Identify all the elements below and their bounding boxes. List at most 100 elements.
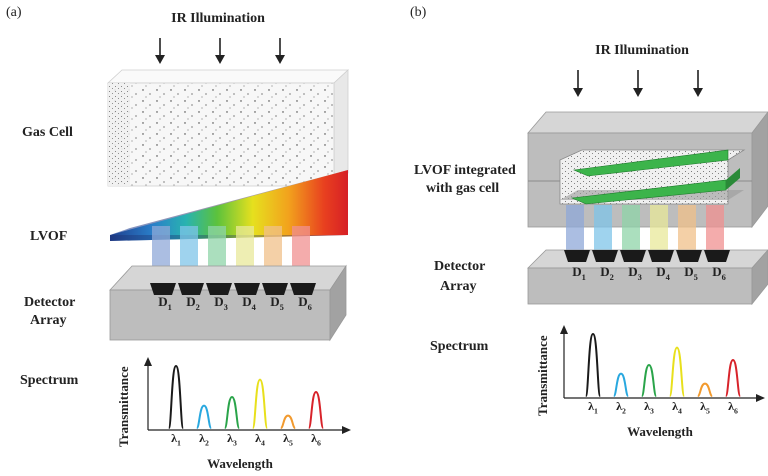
spectral-peak-3	[640, 363, 658, 397]
panel-a-peaks	[167, 364, 325, 429]
panel-a: (a) IR Illumination Gas Cell LVOF	[6, 5, 351, 471]
detector-label-line2: Array	[30, 313, 67, 328]
panel-a-x-axis-label: Wavelength	[207, 456, 273, 471]
panel-a-wavelength-ticks: λ1 λ2 λ3 λ4 λ5 λ6	[171, 431, 321, 448]
panel-b-arrows	[573, 70, 703, 97]
panel-b-ir-illumination-title: IR Illumination	[595, 43, 689, 58]
light-beam-4	[650, 205, 668, 260]
spectrum-label: Spectrum	[20, 373, 79, 388]
panel-b-detector-pads	[564, 250, 730, 262]
light-beam-1	[566, 205, 584, 260]
detector-pad-2	[178, 283, 204, 295]
arrow-head-icon	[215, 55, 225, 64]
spectral-peak-6	[724, 359, 742, 397]
detector-label-6: D6	[712, 264, 726, 282]
detector-label-6: D6	[298, 294, 312, 312]
wavelength-label-5: λ5	[700, 399, 710, 416]
detector-label-5: D5	[270, 294, 284, 312]
wavelength-label-5: λ5	[283, 431, 293, 448]
detector-pad-2	[592, 250, 618, 262]
detector-pad-4	[234, 283, 260, 295]
lvof-integrated-label-line1: LVOF integrated	[414, 163, 516, 178]
wavelength-label-6: λ6	[311, 431, 321, 448]
arrow-head-icon	[573, 88, 583, 97]
lvof-wedge	[110, 170, 348, 241]
detector-label-3: D3	[628, 264, 642, 282]
panel-b-light-beams	[566, 205, 724, 260]
spectral-peak-2	[195, 404, 213, 429]
spectral-peak-2	[612, 372, 630, 397]
light-beam-5	[678, 205, 696, 260]
detector-label-4: D4	[656, 264, 670, 282]
spectral-peak-5	[280, 414, 296, 429]
panel-a-detector-array: D1 D2 D3 D4 D5 D6	[109, 264, 347, 342]
light-beam-3	[622, 205, 640, 260]
panel-b: (b) IR Illumination LVOF integrated with…	[410, 5, 768, 439]
y-axis-arrow-icon	[560, 325, 568, 334]
panel-b-peaks	[584, 332, 742, 397]
light-beam-2	[594, 205, 612, 260]
gas-cell-label: Gas Cell	[22, 125, 73, 140]
detector-pad-6	[290, 283, 316, 295]
arrow-head-icon	[633, 88, 643, 97]
wavelength-label-1: λ1	[171, 431, 181, 448]
detector-pad-5	[262, 283, 288, 295]
panel-b-label: (b)	[410, 5, 427, 20]
detector-label-1: D1	[572, 264, 586, 282]
wavelength-label-4: λ4	[255, 431, 265, 448]
light-beam-6	[706, 205, 724, 260]
gas-cell-box	[106, 69, 350, 187]
x-axis-arrow-icon	[342, 426, 351, 434]
arrow-head-icon	[275, 55, 285, 64]
integrated-gas-cell-housing	[527, 111, 768, 229]
y-axis-arrow-icon	[144, 357, 152, 366]
spectral-peak-1	[584, 332, 602, 397]
spectral-peak-4	[251, 378, 269, 429]
detector-label-5: D5	[684, 264, 698, 282]
detector-label-4: D4	[242, 294, 256, 312]
panel-b-y-axis-label: Transmittance	[535, 335, 550, 416]
panel-a-spectrum-chart: λ1 λ2 λ3 λ4 λ5 λ6	[144, 357, 351, 448]
detector-label-3: D3	[214, 294, 228, 312]
spectral-peak-3	[223, 395, 241, 429]
spectral-peak-6	[307, 391, 325, 429]
panel-b-spectrum-label: Spectrum	[430, 339, 489, 354]
detector-label-2: D2	[186, 294, 200, 312]
detector-pad-6	[704, 250, 730, 262]
detector-pad-1	[150, 283, 176, 295]
arrow-head-icon	[693, 88, 703, 97]
detector-pad-3	[206, 283, 232, 295]
panel-a-y-axis-label: Transmittance	[116, 366, 131, 447]
lvof-label: LVOF	[30, 229, 67, 244]
wavelength-label-2: λ2	[616, 399, 626, 416]
x-axis-arrow-icon	[756, 394, 765, 402]
panel-b-detector-label-line2: Array	[440, 279, 477, 294]
detector-pad-3	[620, 250, 646, 262]
panel-a-detector-pads	[150, 283, 316, 295]
arrow-head-icon	[155, 55, 165, 64]
detector-pad-5	[676, 250, 702, 262]
spectral-peak-5	[697, 382, 713, 397]
panel-b-x-axis-label: Wavelength	[627, 424, 693, 439]
spectral-peak-1	[167, 364, 185, 429]
lvof-integrated-label-line2: with gas cell	[426, 181, 499, 196]
panel-b-detector-labels: D1 D2 D3 D4 D5 D6	[572, 264, 726, 282]
panel-a-label: (a)	[6, 5, 22, 20]
detector-pad-1	[564, 250, 590, 262]
upper-filter-plate	[572, 149, 729, 177]
wavelength-label-2: λ2	[199, 431, 209, 448]
panel-b-detector-label-line1: Detector	[434, 259, 485, 274]
wavelength-label-1: λ1	[588, 399, 598, 416]
detector-label-line1: Detector	[24, 295, 75, 310]
panel-a-ir-illumination-title: IR Illumination	[171, 11, 265, 26]
panel-b-detector-array: D1 D2 D3 D4 D5 D6	[527, 249, 768, 306]
panel-a-detector-labels: D1 D2 D3 D4 D5 D6	[158, 294, 312, 312]
wavelength-label-4: λ4	[672, 399, 682, 416]
detector-label-1: D1	[158, 294, 172, 312]
detector-label-2: D2	[600, 264, 614, 282]
detector-pad-4	[648, 250, 674, 262]
wavelength-label-3: λ3	[227, 431, 237, 448]
